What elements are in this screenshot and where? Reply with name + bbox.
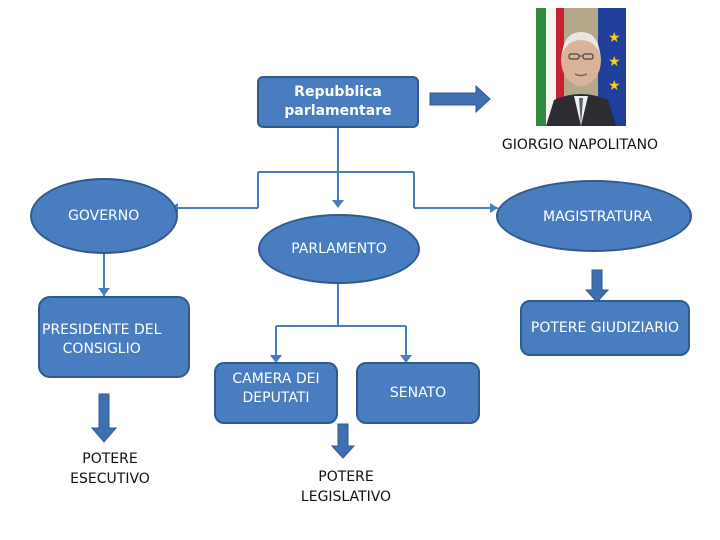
italy-flag <box>536 8 564 126</box>
svg-text:★: ★ <box>608 78 621 94</box>
block-arrow-down <box>584 269 610 303</box>
arrowhead <box>270 355 282 363</box>
block-arrow-down <box>90 393 118 443</box>
parlamento-node: PARLAMENTO <box>258 214 420 284</box>
repubblica-parlamentare-node: Repubblica parlamentare <box>257 76 419 128</box>
block-arrow-right <box>429 84 491 114</box>
arrowhead <box>98 288 110 296</box>
svg-text:★: ★ <box>608 30 621 46</box>
camera-dei-deputati-node: CAMERA DEI DEPUTATI <box>214 362 338 424</box>
president-name-label: GIORGIO NAPOLITANO <box>501 137 659 153</box>
arrowhead <box>332 200 344 208</box>
arrowhead <box>490 203 498 213</box>
potere-giudiziario-node: POTERE GIUDIZIARIO <box>520 300 690 356</box>
governo-node: GOVERNO <box>30 178 178 254</box>
arrowhead <box>400 355 412 363</box>
president-portrait: ★ ★ ★ <box>536 8 626 126</box>
magistratura-node: MAGISTRATURA <box>496 180 692 252</box>
block-arrow-down <box>330 423 356 459</box>
svg-text:★: ★ <box>608 54 621 70</box>
senato-node: SENATO <box>356 362 480 424</box>
potere-legislativo-label: POTERE LEGISLATIVO <box>300 469 392 505</box>
presidente-del-consiglio-node: PRESIDENTE DEL CONSIGLIO <box>38 296 190 378</box>
potere-esecutivo-label: POTERE ESECUTIVO <box>70 451 150 487</box>
